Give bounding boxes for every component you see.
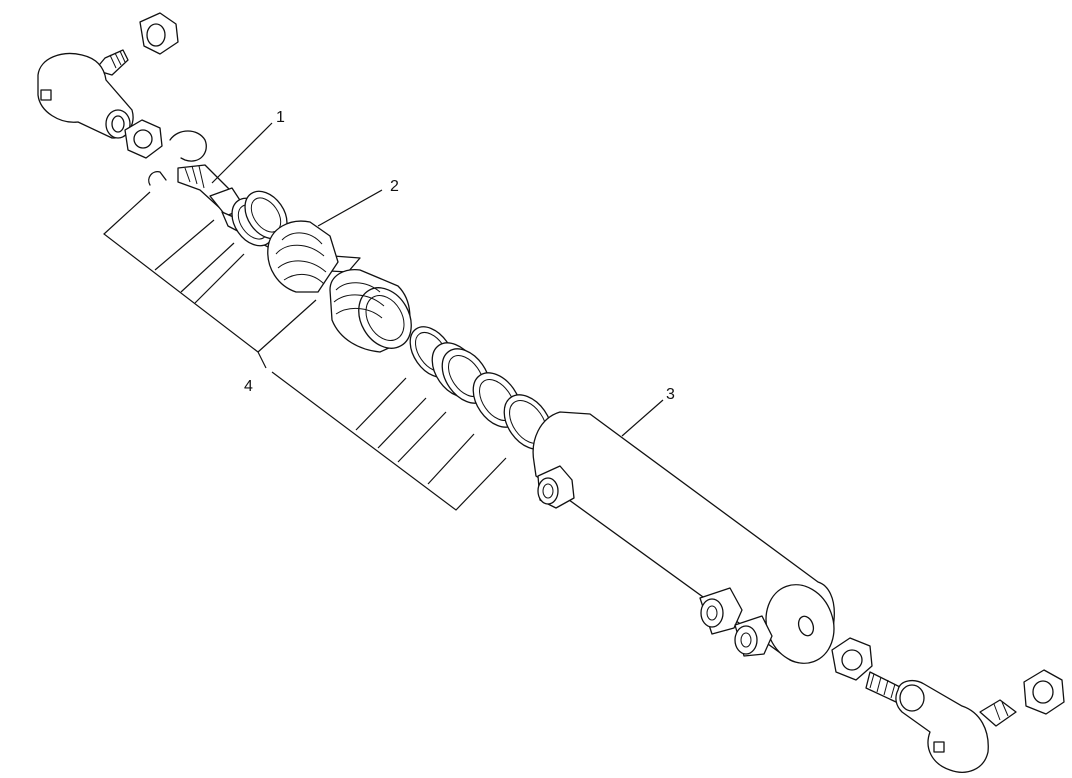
callout-4: 4 — [244, 378, 253, 395]
jam-nut-left — [124, 119, 163, 159]
jam-nut-right — [831, 637, 873, 681]
leader-4-lower-bracket — [271, 371, 507, 511]
callout-1: 1 — [276, 109, 285, 126]
callout-3: 3 — [666, 386, 675, 403]
rod-seal-rings — [231, 190, 288, 247]
leader-4-upper-bracket — [103, 191, 259, 353]
leader-1 — [211, 122, 273, 184]
retaining-rings — [148, 130, 207, 186]
cylinder-barrel — [532, 411, 835, 664]
leader-lines — [103, 122, 664, 511]
leader-2 — [317, 189, 383, 227]
piston — [329, 269, 412, 353]
bottom-right-nut — [1023, 669, 1065, 715]
top-left-nut — [139, 12, 179, 55]
callout-2: 2 — [390, 178, 399, 195]
leader-4 — [257, 351, 267, 369]
top-left-rod-end — [37, 49, 134, 139]
gland-assembly — [267, 220, 339, 293]
bottom-right-rod-end — [865, 671, 1017, 773]
leader-3 — [621, 399, 664, 437]
